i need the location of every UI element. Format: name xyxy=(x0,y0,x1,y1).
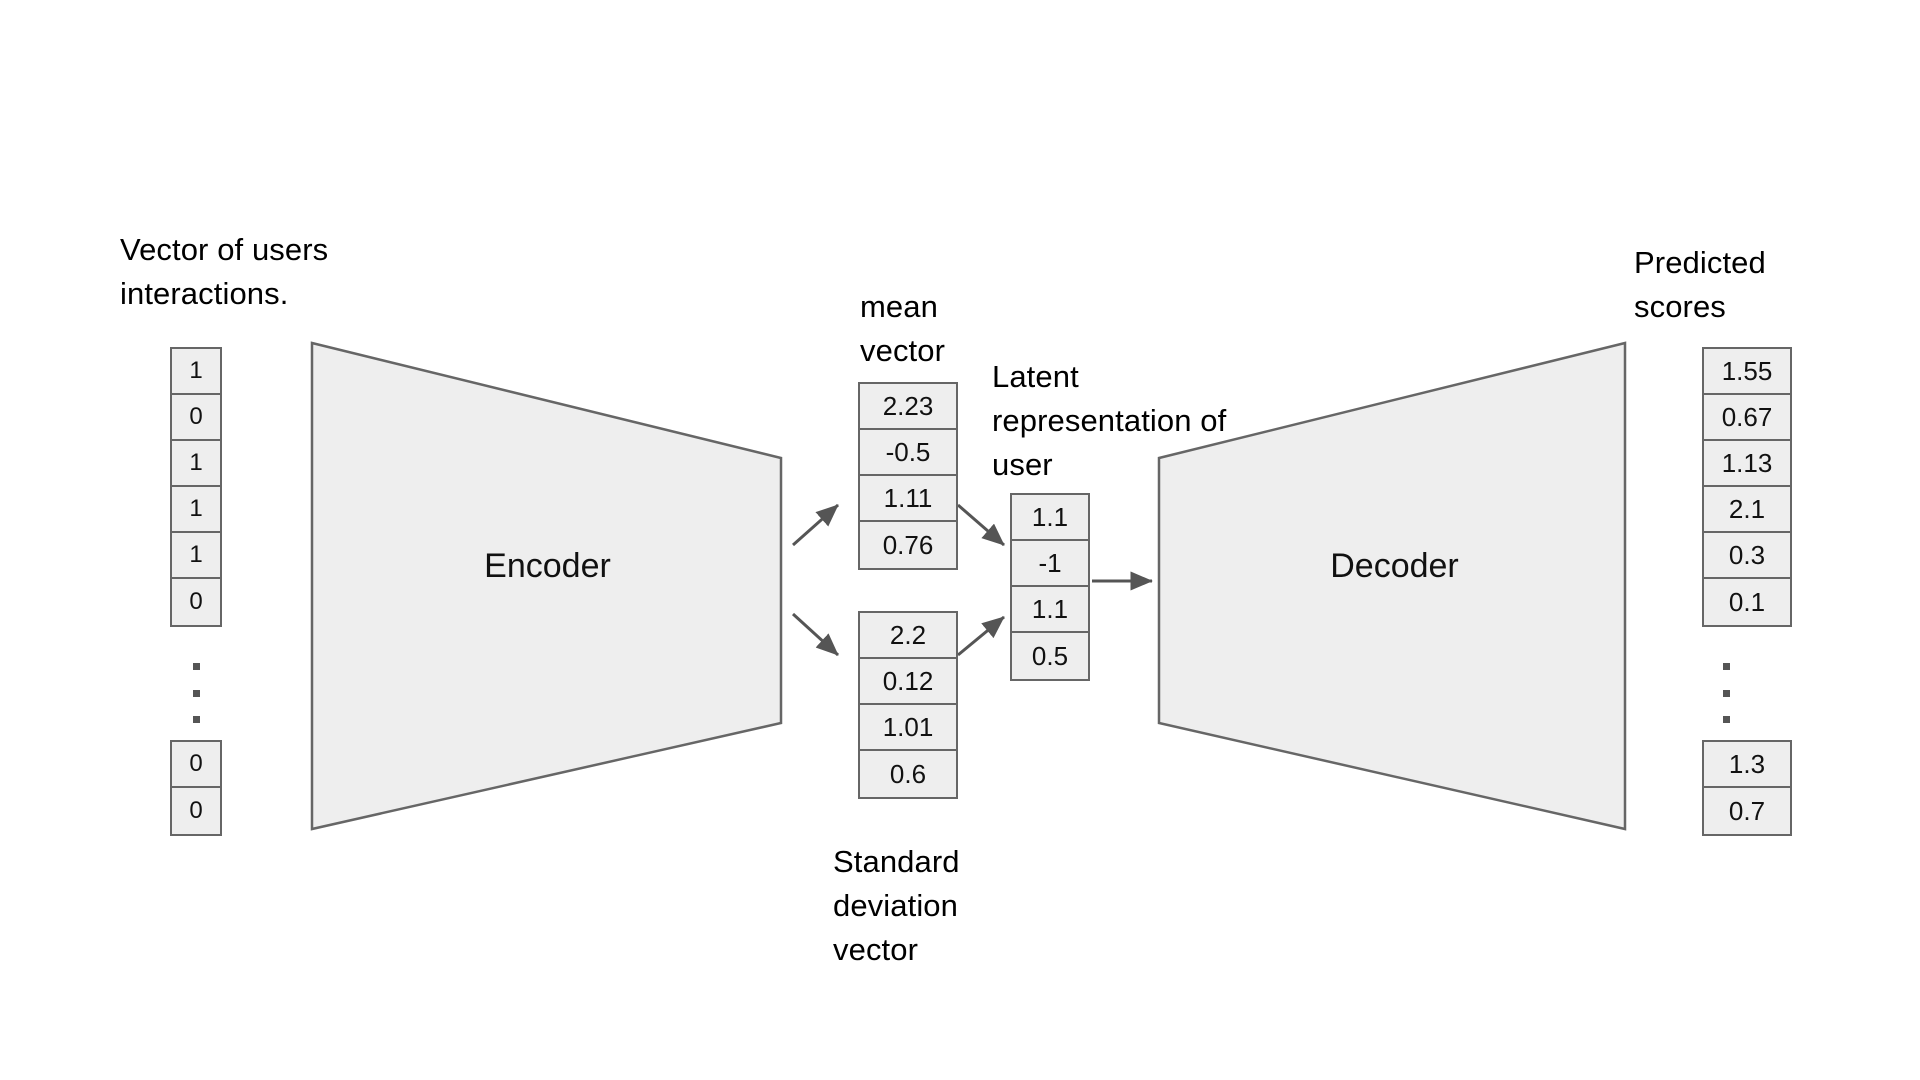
vector-cell: 2.1 xyxy=(1704,487,1790,533)
vector-cell: 0.67 xyxy=(1704,395,1790,441)
ellipsis-dot xyxy=(1722,716,1730,723)
vector-cell: 1.13 xyxy=(1704,441,1790,487)
vector-cell: 0.5 xyxy=(1012,633,1088,679)
latent-representation-label: Latent representation of user xyxy=(992,359,1227,482)
input-vector-ellipsis xyxy=(183,663,209,723)
ellipsis-dot xyxy=(192,689,200,697)
vector-cell: 1 xyxy=(172,441,220,487)
ellipsis-dot xyxy=(1722,689,1730,697)
vector-cell: -0.5 xyxy=(860,430,956,476)
vector-cell: 1.1 xyxy=(1012,495,1088,541)
vector-cell: 1 xyxy=(172,349,220,395)
arrow-std-to-latent xyxy=(957,615,1005,657)
vector-cell: 2.23 xyxy=(860,384,956,430)
vector-cell: 0 xyxy=(172,742,220,788)
vector-cell: 2.2 xyxy=(860,613,956,659)
input-vector-label: Vector of users interactions. xyxy=(120,232,329,311)
predicted-scores-label: Predicted scores xyxy=(1634,245,1766,324)
vector-cell: 0 xyxy=(172,395,220,441)
vector-cell: 0.76 xyxy=(860,522,956,568)
vector-cell: 0.3 xyxy=(1704,533,1790,579)
vector-cell: 1.11 xyxy=(860,476,956,522)
vector-cell: 1.55 xyxy=(1704,349,1790,395)
ellipsis-dot xyxy=(192,663,200,670)
mean-vector-label: mean vector xyxy=(860,289,946,368)
vector-cell: 1 xyxy=(172,533,220,579)
arrow-mean-to-latent xyxy=(957,503,1005,547)
vector-cell: 1 xyxy=(172,487,220,533)
decoder-shape xyxy=(1157,341,1627,831)
ellipsis-dot xyxy=(1722,663,1730,670)
arrow-encoder-to-mean xyxy=(792,503,839,547)
encoder-label: Encoder xyxy=(484,547,611,585)
ellipsis-dot xyxy=(192,716,200,723)
vector-cell: 0 xyxy=(172,579,220,625)
vector-cell: 0.6 xyxy=(860,751,956,797)
vector-cell: -1 xyxy=(1012,541,1088,587)
vector-cell: 0 xyxy=(172,788,220,834)
vector-cell: 0.7 xyxy=(1704,788,1790,834)
predicted-scores-ellipsis xyxy=(1713,663,1739,723)
arrow-encoder-to-std xyxy=(791,612,840,657)
vector-cell: 1.01 xyxy=(860,705,956,751)
vector-cell: 0.1 xyxy=(1704,579,1790,625)
vector-cell: 0.12 xyxy=(860,659,956,705)
decoder-label: Decoder xyxy=(1330,547,1459,585)
encoder-shape xyxy=(310,341,783,831)
vector-cell: 1.3 xyxy=(1704,742,1790,788)
vector-cell: 1.1 xyxy=(1012,587,1088,633)
std-vector-label: Standard deviation vector xyxy=(833,844,960,967)
